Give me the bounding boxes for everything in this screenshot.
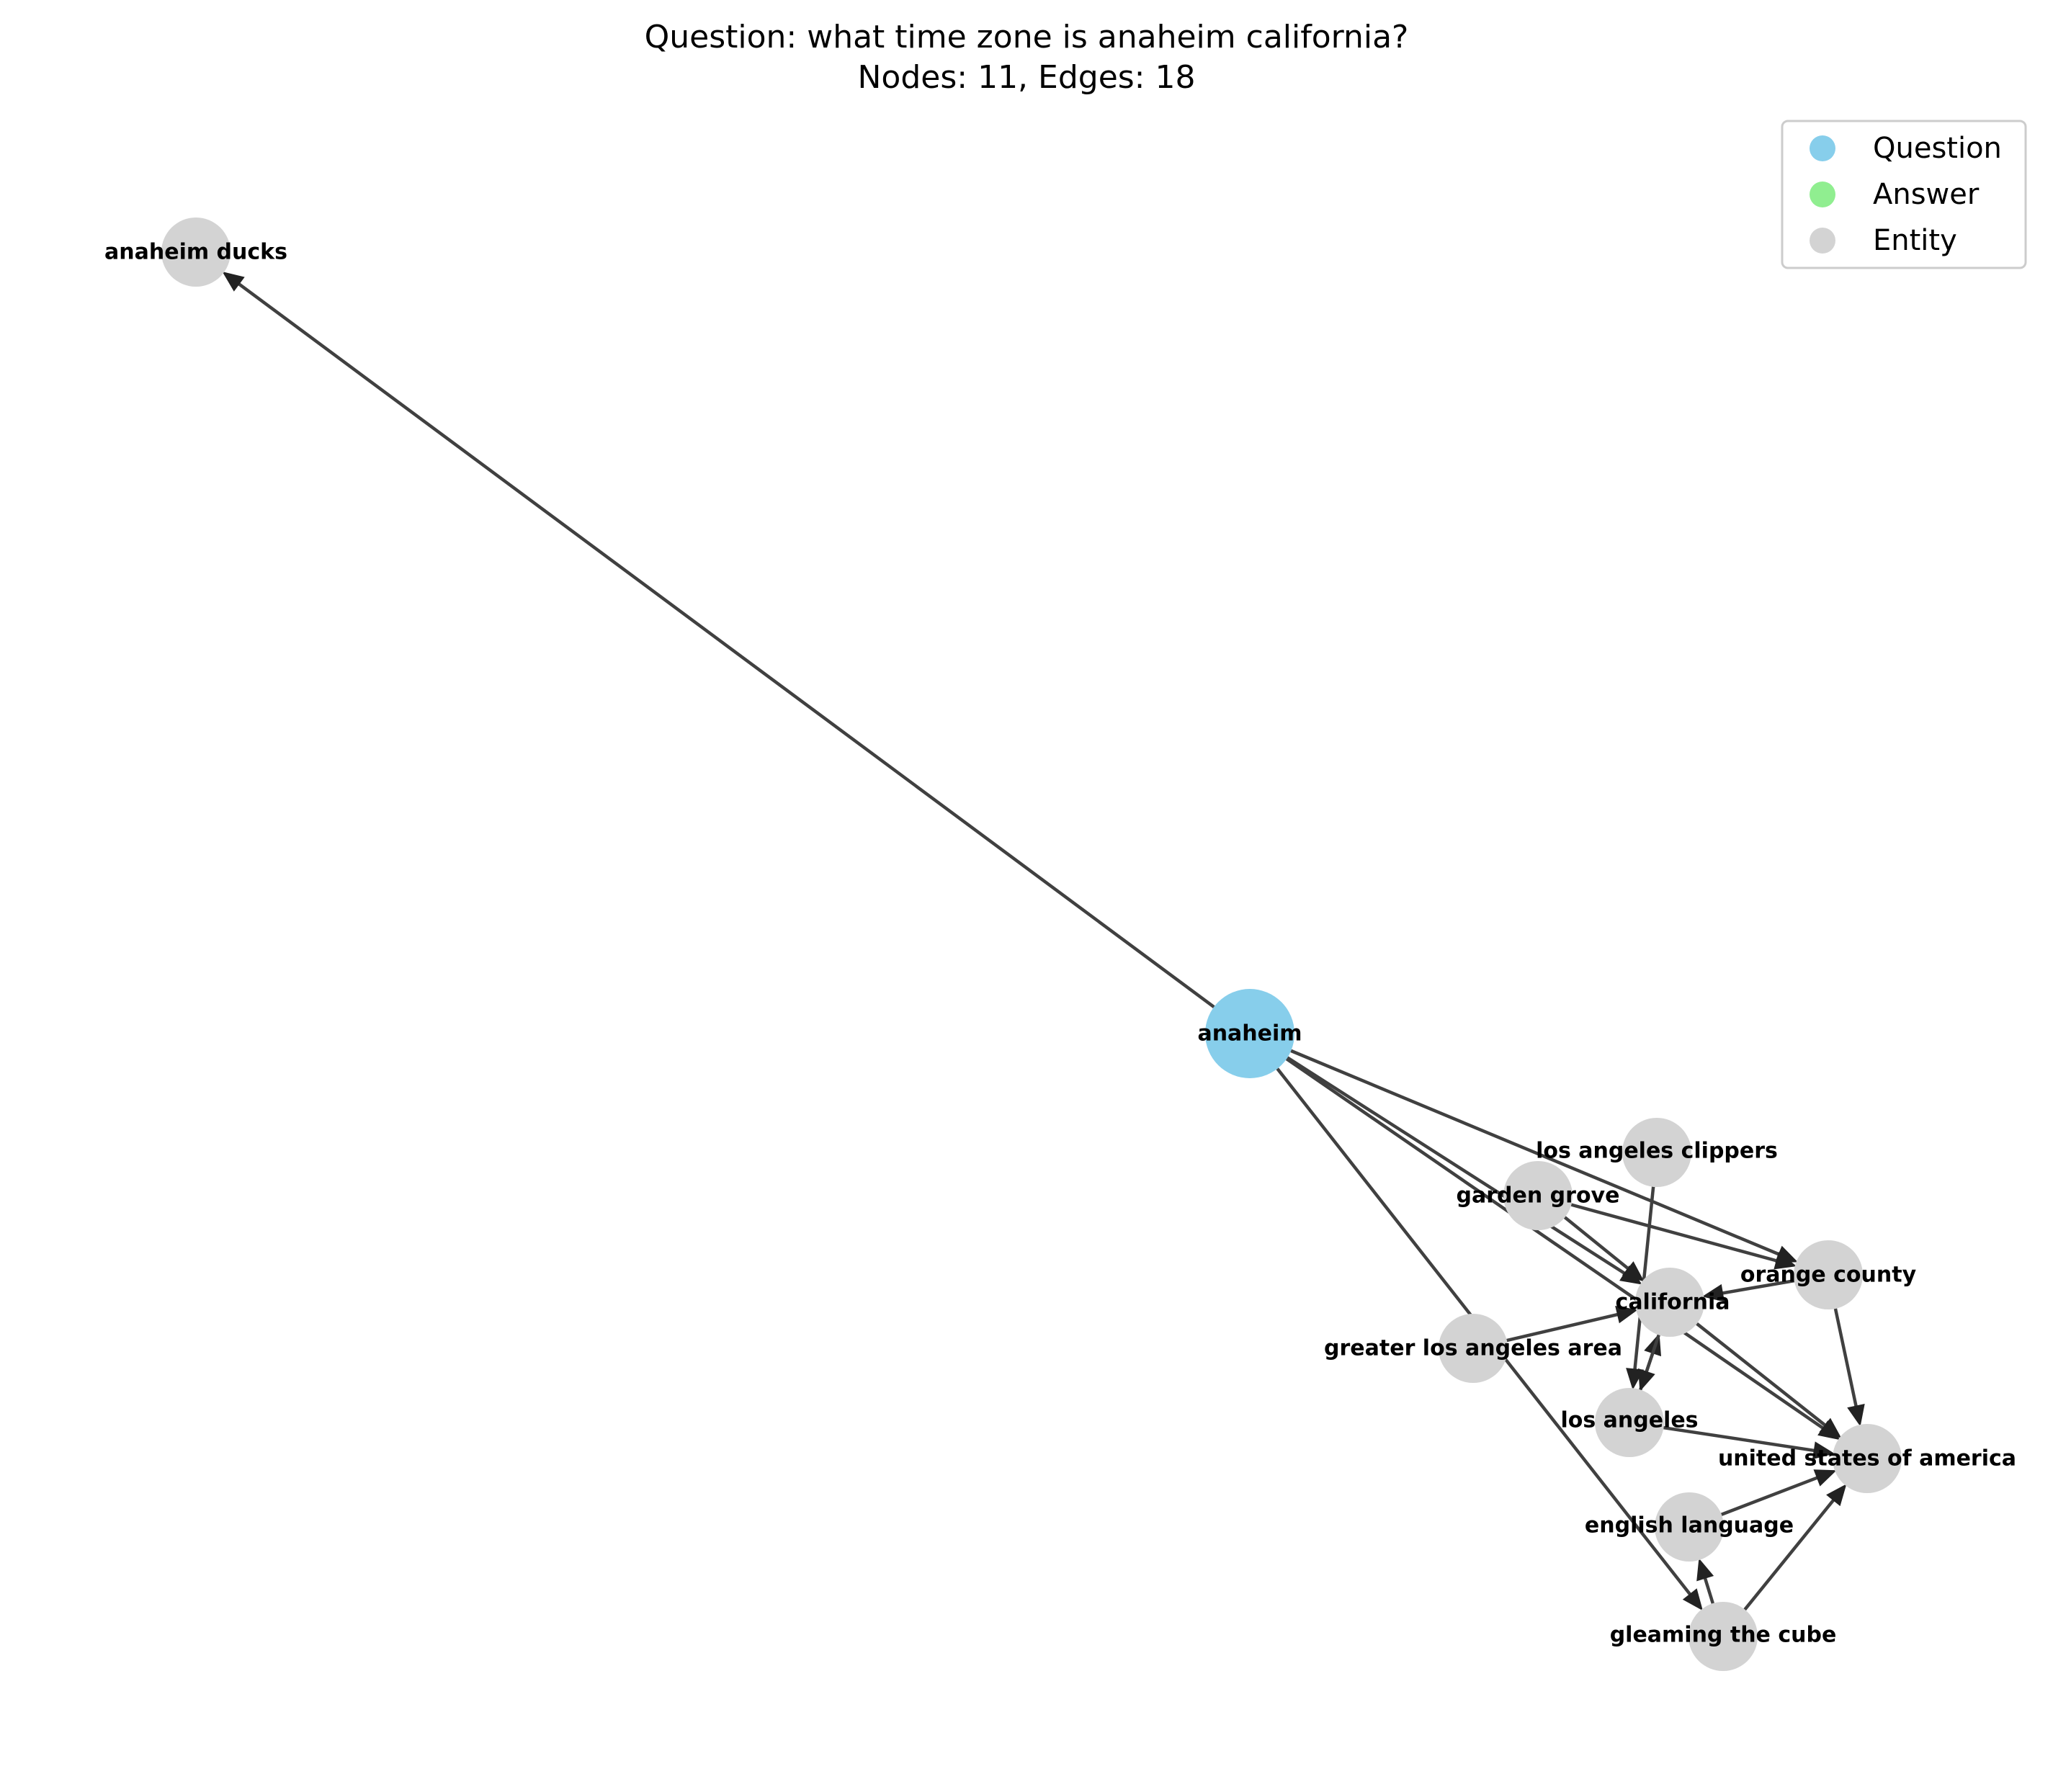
node-label-los-angeles-clippers: los angeles clippers [1536, 1139, 1778, 1164]
edge-arrowhead [1682, 1588, 1703, 1611]
legend-label: Answer [1873, 178, 1980, 211]
edge-line [1743, 1499, 1835, 1611]
edge-line [1563, 1216, 1629, 1271]
edge-arrowhead [1701, 1283, 1725, 1302]
edge-arrowhead [1774, 1252, 1797, 1270]
edge-line [1645, 1334, 1660, 1373]
edge-california-to-united-states-of-america [1696, 1322, 1842, 1438]
legend-marker [1810, 135, 1835, 161]
node-anaheim-ducks [161, 218, 231, 287]
legend-item-question: Question [1810, 132, 2002, 165]
node-label-los-angeles: los angeles [1560, 1408, 1698, 1433]
node-los-angeles [1595, 1388, 1664, 1457]
edge-line [1663, 1425, 1815, 1453]
edge-line [1285, 1057, 1825, 1430]
edge-gleaming-the-cube-to-united-states-of-america [1743, 1484, 1847, 1611]
node-united-states-of-america [1833, 1424, 1902, 1493]
edge-arrowhead [1637, 1368, 1655, 1392]
edge-los-angeles-to-united-states-of-america [1663, 1425, 1835, 1460]
edge-line [1696, 1322, 1827, 1427]
edge-line [1720, 1476, 1818, 1516]
node-label-anaheim: anaheim [1197, 1021, 1302, 1047]
chart-title: Question: what time zone is anaheim cali… [645, 19, 1409, 55]
nodes-layer [161, 218, 1902, 1671]
node-label-anaheim-ducks: anaheim ducks [104, 240, 287, 265]
node-anaheim [1205, 989, 1294, 1078]
node-los-angeles-clippers [1622, 1118, 1691, 1187]
edge-arrowhead [1812, 1441, 1835, 1460]
edge-line [1833, 1308, 1858, 1407]
edge-orange-county-to-united-states-of-america [1833, 1308, 1865, 1427]
edge-arrowhead [1696, 1558, 1714, 1582]
edge-english-language-to-united-states-of-america [1720, 1469, 1837, 1516]
labels-layer: anaheim anaheim ducks los angeles clippers… [104, 240, 2016, 1648]
legend-item-answer: Answer [1810, 178, 1980, 211]
node-label-english-language: english language [1585, 1513, 1794, 1538]
legend-frame [1781, 120, 2027, 269]
edge-anaheim-to-anaheim-ducks [222, 272, 1215, 1008]
node-gleaming-the-cube [1689, 1602, 1758, 1671]
edge-greater-los-angeles-area-to-california [1506, 1305, 1638, 1343]
edge-arrowhead [1622, 1261, 1645, 1282]
edge-line [1287, 1056, 1626, 1276]
node-label-gleaming-the-cube: gleaming the cube [1610, 1623, 1837, 1648]
node-garden-grove [1503, 1161, 1573, 1230]
node-label-california: california [1616, 1290, 1730, 1315]
legend-label: Question [1873, 132, 2002, 165]
edge-line [1633, 1186, 1655, 1370]
edge-line [1506, 1312, 1619, 1343]
edge-line [1703, 1577, 1714, 1604]
legend-marker [1810, 182, 1835, 207]
legend-label: Entity [1873, 224, 1957, 257]
edge-arrowhead [1615, 1305, 1638, 1324]
node-label-garden-grove: garden grove [1457, 1183, 1620, 1209]
edge-arrowhead [222, 272, 245, 292]
edge-arrowhead [1826, 1484, 1847, 1507]
edge-line [1722, 1278, 1795, 1295]
node-english-language [1655, 1492, 1724, 1562]
edge-garden-grove-to-california [1563, 1216, 1645, 1282]
edge-orange-county-to-california [1701, 1278, 1795, 1302]
edge-gleaming-the-cube-to-english-language [1696, 1558, 1714, 1604]
node-greater-los-angeles-area [1439, 1314, 1508, 1383]
edge-garden-grove-to-orange-county [1570, 1203, 1797, 1270]
edge-arrowhead [1847, 1404, 1865, 1427]
edge-anaheim-to-california [1287, 1056, 1642, 1285]
edge-line [238, 282, 1215, 1008]
legend-item-entity: Entity [1810, 224, 1957, 257]
chart-subtitle: Nodes: 11, Edges: 18 [858, 59, 1196, 96]
node-california [1635, 1268, 1704, 1337]
edge-california-to-los-angeles [1637, 1334, 1660, 1392]
node-label-united-states-of-america: united states of america [1718, 1446, 2016, 1471]
edge-anaheim-to-united-states-of-america [1285, 1057, 1840, 1441]
node-label-orange-county: orange county [1740, 1263, 1917, 1288]
node-orange-county [1794, 1240, 1863, 1309]
legend-marker [1810, 228, 1835, 254]
edge-line [1570, 1203, 1778, 1263]
edge-arrowhead [1819, 1417, 1842, 1438]
edge-line [1290, 1049, 1780, 1256]
node-label-greater-los-angeles-area: greater los angeles area [1324, 1336, 1622, 1361]
edge-arrowhead [1813, 1469, 1837, 1487]
